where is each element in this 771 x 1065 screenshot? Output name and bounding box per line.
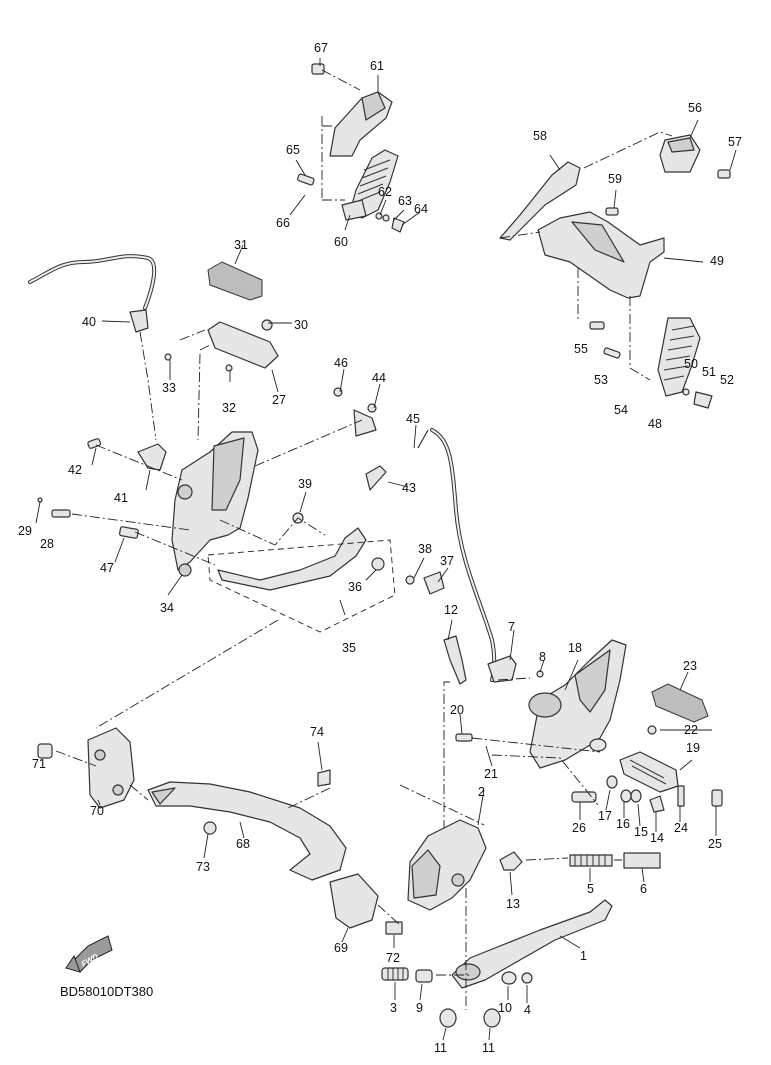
- rear-footrest-assembly-left: [289, 58, 421, 233]
- callout-36: 36: [348, 580, 362, 594]
- callout-45: 45: [406, 412, 420, 426]
- callout-40: 40: [82, 315, 96, 329]
- callout-8: 8: [539, 650, 546, 664]
- callout-65: 65: [286, 143, 300, 157]
- callout-17: 17: [598, 809, 612, 823]
- callout-74: 74: [310, 725, 324, 739]
- callout-69: 69: [334, 941, 348, 955]
- callout-54: 54: [614, 403, 628, 417]
- callout-labels: 1 2 3 4 5 6 7 8 9 10 11 11 12 13 14 15 1…: [18, 41, 742, 1055]
- callout-46: 46: [334, 356, 348, 370]
- callout-55: 55: [574, 342, 588, 356]
- callout-20: 20: [450, 703, 464, 717]
- callout-56: 56: [688, 101, 702, 115]
- callout-13: 13: [506, 897, 520, 911]
- callout-30: 30: [294, 318, 308, 332]
- callout-29: 29: [18, 524, 32, 538]
- callout-66: 66: [276, 216, 290, 230]
- brake-pedal-assembly: [28, 244, 449, 633]
- callout-72: 72: [386, 951, 400, 965]
- callout-34: 34: [160, 601, 174, 615]
- callout-18: 18: [568, 641, 582, 655]
- callout-41: 41: [114, 491, 128, 505]
- callout-58: 58: [533, 129, 547, 143]
- callout-51: 51: [702, 365, 716, 379]
- callout-27: 27: [272, 393, 286, 407]
- callout-43: 43: [402, 481, 416, 495]
- callout-64: 64: [414, 202, 428, 216]
- callout-12: 12: [444, 603, 458, 617]
- callout-26: 26: [572, 821, 586, 835]
- callout-52: 52: [720, 373, 734, 387]
- callout-35: 35: [342, 641, 356, 655]
- diagram-code: BD58010DT380: [60, 984, 153, 999]
- callout-22: 22: [684, 723, 698, 737]
- callout-16: 16: [616, 817, 630, 831]
- callout-33: 33: [162, 381, 176, 395]
- callout-28: 28: [40, 537, 54, 551]
- forward-direction-arrow: FWD: [64, 935, 113, 973]
- callout-68: 68: [236, 837, 250, 851]
- rear-footrest-assembly-right: [499, 119, 737, 409]
- callout-3: 3: [390, 1001, 397, 1015]
- callout-14: 14: [650, 831, 664, 845]
- callout-67: 67: [314, 41, 328, 55]
- callout-19: 19: [686, 741, 700, 755]
- callout-47: 47: [100, 561, 114, 575]
- callout-24: 24: [674, 821, 688, 835]
- callout-61: 61: [370, 59, 384, 73]
- callout-49: 49: [710, 254, 724, 268]
- callout-7: 7: [508, 620, 515, 634]
- callout-4: 4: [524, 1003, 531, 1017]
- callout-57: 57: [728, 135, 742, 149]
- callout-10: 10: [498, 1001, 512, 1015]
- callout-9: 9: [416, 1001, 423, 1015]
- right-footrest-assembly: [455, 639, 723, 836]
- callout-39: 39: [298, 477, 312, 491]
- callout-63: 63: [398, 194, 412, 208]
- callout-60: 60: [334, 235, 348, 249]
- callout-25: 25: [708, 837, 722, 851]
- callout-15: 15: [634, 825, 648, 839]
- callout-62: 62: [378, 185, 392, 199]
- callout-37: 37: [440, 554, 454, 568]
- sidestand-switch-assembly: [381, 428, 661, 1041]
- callout-44: 44: [372, 371, 386, 385]
- callout-71: 71: [32, 757, 46, 771]
- exhaust-guard-assembly: [37, 619, 485, 948]
- callout-11-right: 11: [482, 1041, 495, 1055]
- callout-59: 59: [608, 172, 622, 186]
- callout-42: 42: [68, 463, 82, 477]
- callout-31: 31: [234, 238, 248, 252]
- callout-32: 32: [222, 401, 236, 415]
- callout-6: 6: [640, 882, 647, 896]
- callout-53: 53: [594, 373, 608, 387]
- callout-50: 50: [684, 357, 698, 371]
- callout-23: 23: [683, 659, 697, 673]
- callout-5: 5: [587, 882, 594, 896]
- callout-73: 73: [196, 860, 210, 874]
- callout-21: 21: [484, 767, 498, 781]
- callout-2: 2: [478, 785, 485, 799]
- callout-70: 70: [90, 804, 104, 818]
- callout-38: 38: [418, 542, 432, 556]
- callout-48: 48: [648, 417, 662, 431]
- callout-1: 1: [580, 949, 587, 963]
- callout-11-left: 11: [434, 1041, 447, 1055]
